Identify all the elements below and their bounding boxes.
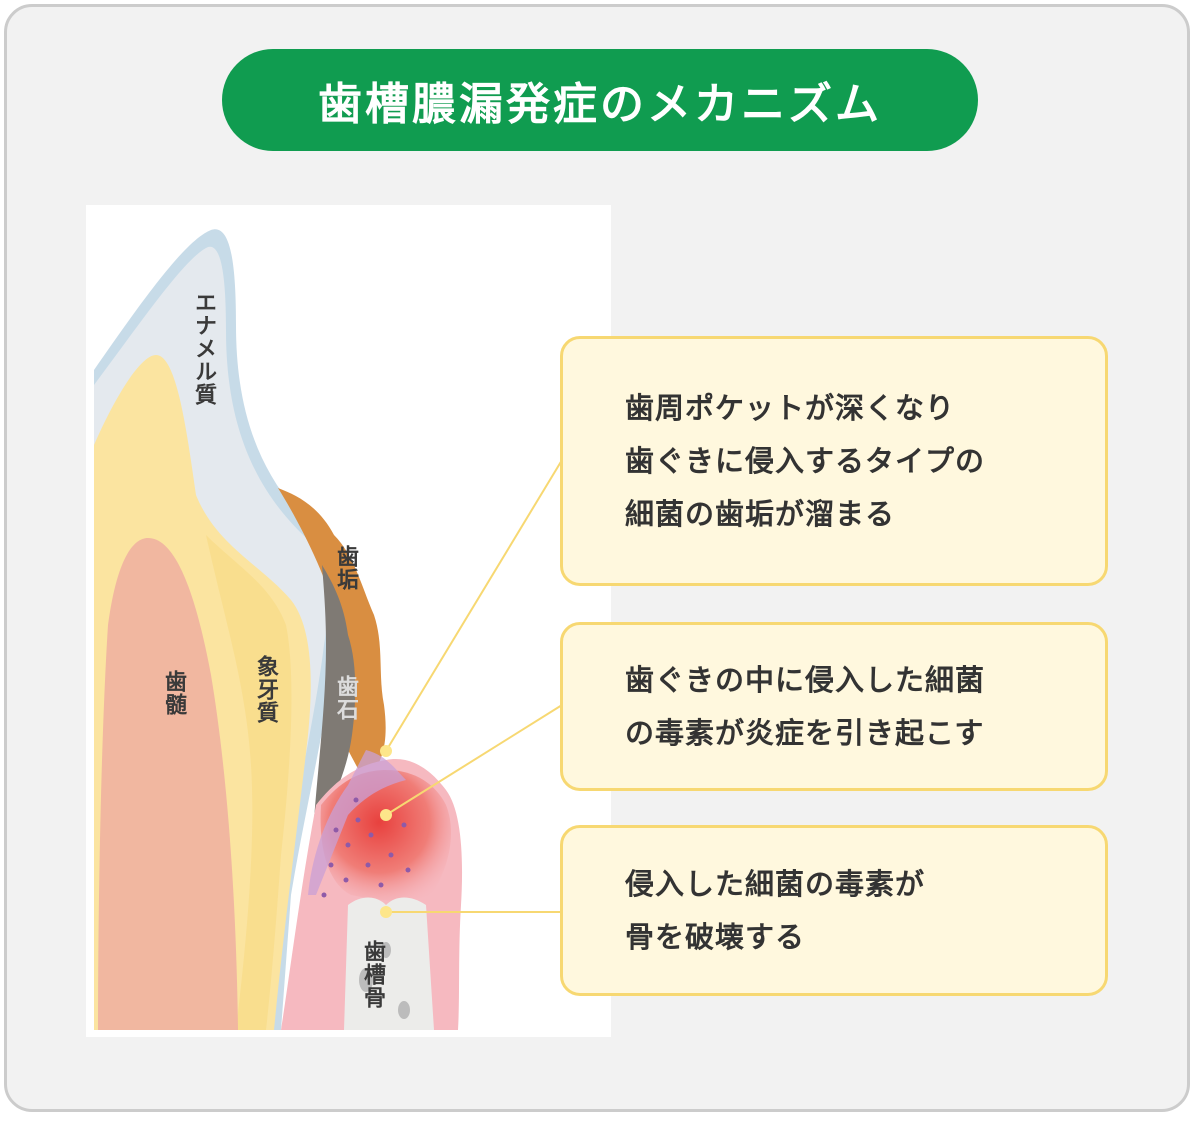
dentin-shading	[206, 535, 292, 1030]
bone-pore	[359, 968, 373, 992]
label-pulp: 歯髄	[161, 670, 186, 716]
callout-bone-destruction: 侵入した細菌の毒素が 骨を破壊する	[560, 825, 1108, 996]
leader-dot-1	[380, 745, 392, 757]
bone-pore	[398, 1001, 410, 1019]
bone-pore	[381, 942, 391, 958]
label-alveolar-bone: 歯槽骨	[360, 940, 385, 1009]
label-plaque: 歯垢	[333, 545, 358, 591]
tooth-diagram: エナメル質 歯垢 歯石 歯髄 象牙質 歯槽骨	[86, 205, 611, 1037]
pulp-layer	[98, 538, 238, 1030]
bacteria-cluster	[308, 750, 406, 895]
callout-line: 骨を破壊する	[625, 919, 806, 954]
tooth-illustration	[94, 229, 563, 1031]
page-title: 歯槽膿漏発症のメカニズム	[222, 49, 978, 151]
callout-line: 歯周ポケットが深くなり	[625, 390, 956, 425]
callout-line: 歯ぐきに侵入するタイプの	[625, 443, 986, 478]
calculus-layer	[314, 565, 356, 820]
label-dentin: 象牙質	[253, 655, 278, 724]
callout-line: の毒素が炎症を引き起こす	[625, 715, 985, 750]
alveolar-bone	[344, 897, 434, 1030]
callout-line: 歯ぐきの中に侵入した細菌	[625, 662, 986, 697]
callout-line: 細菌の歯垢が溜まる	[625, 496, 896, 531]
label-calculus: 歯石	[333, 675, 358, 721]
label-enamel: エナメル質	[191, 291, 216, 406]
leader-line-2	[385, 704, 563, 816]
inflammation-area	[320, 770, 451, 901]
callout-plaque-accumulation: 歯周ポケットが深くなり 歯ぐきに侵入するタイプの 細菌の歯垢が溜まる	[560, 336, 1108, 586]
leader-dot-3	[380, 906, 392, 918]
callout-inflammation: 歯ぐきの中に侵入した細菌 の毒素が炎症を引き起こす	[560, 622, 1108, 791]
plaque-layer	[278, 488, 386, 780]
callout-line: 侵入した細菌の毒素が	[625, 866, 926, 901]
leader-dot-2	[380, 809, 392, 821]
leader-line-1	[385, 459, 563, 752]
